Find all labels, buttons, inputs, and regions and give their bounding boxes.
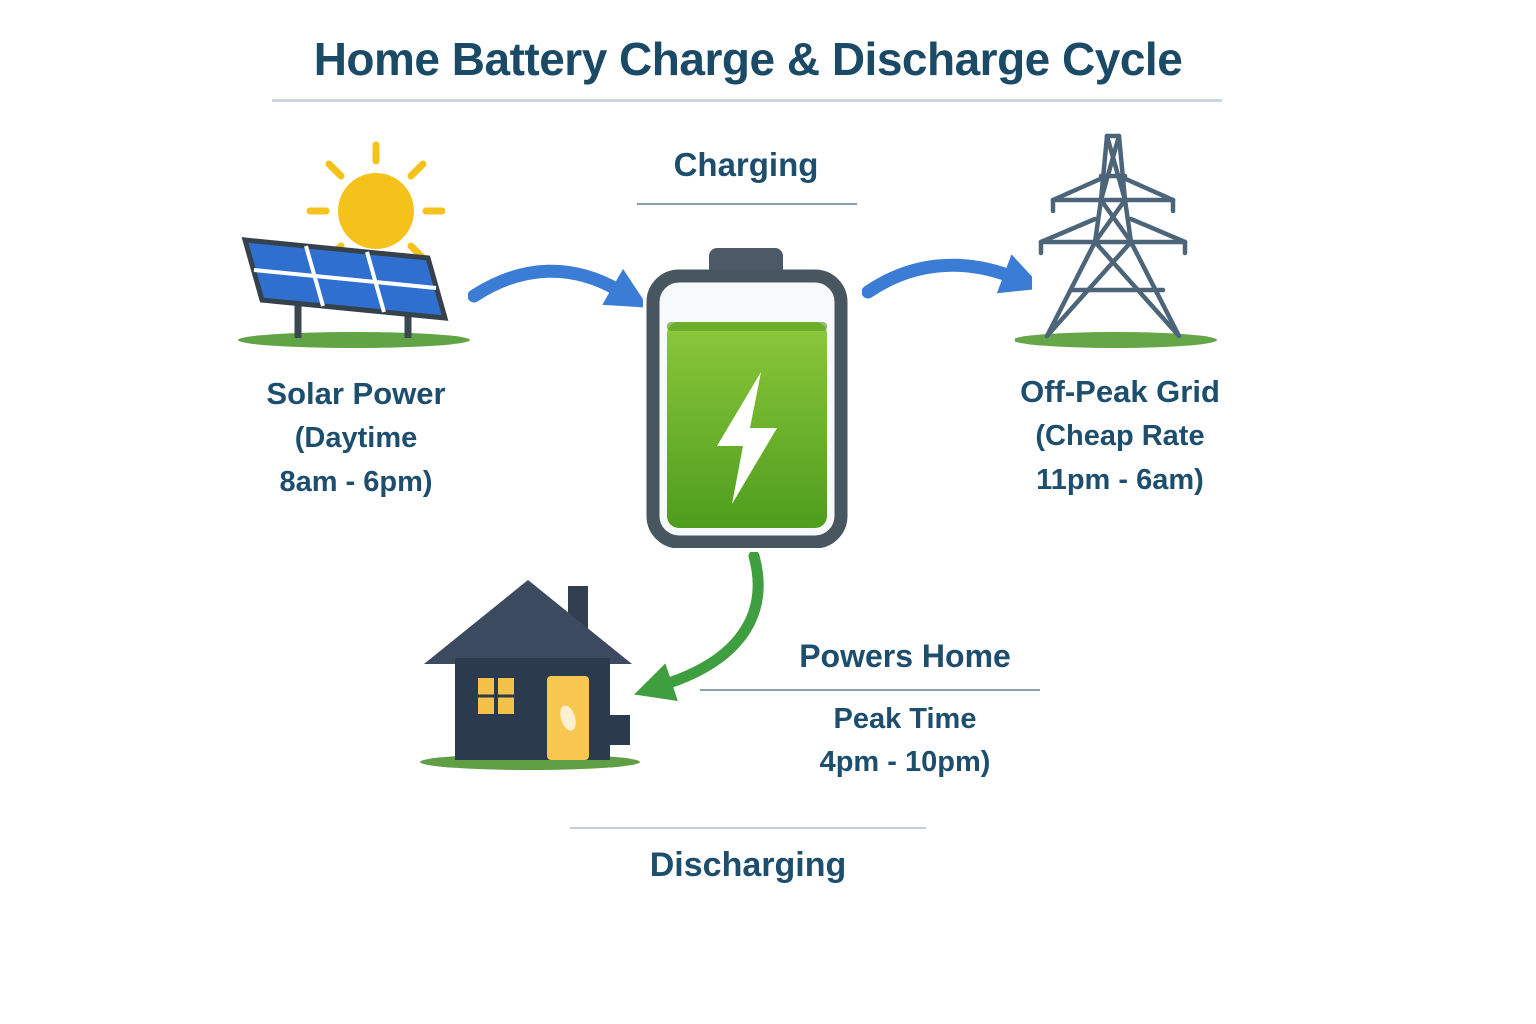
ground (1015, 332, 1217, 348)
page-title: Home Battery Charge & Discharge Cycle (313, 33, 1183, 85)
solar-detail-2: 8am - 6pm) (279, 466, 433, 498)
home-name: Powers Home (799, 638, 1011, 674)
charging-underline (637, 203, 857, 205)
home-detail-2: 4pm - 10pm) (819, 746, 991, 778)
transmission-tower-icon (1015, 133, 1217, 348)
home-caption: Powers Home (735, 638, 1075, 675)
ground (238, 332, 470, 348)
powers-home-underline (700, 689, 1040, 691)
arrow-battery-to-home-icon (634, 552, 764, 701)
lightning-bolt-icon (717, 372, 777, 504)
discharging-divider (570, 827, 926, 829)
solar-caption: Solar Power (Daytime 8am - 6pm) (216, 372, 496, 504)
grid-name: Off-Peak Grid (1020, 374, 1220, 409)
grid-caption: Off-Peak Grid (Cheap Rate 11pm - 6am) (965, 370, 1275, 502)
arrow-battery-to-grid-icon (862, 254, 1032, 299)
charging-label: Charging (673, 146, 819, 183)
house-icon (420, 580, 640, 770)
roof (424, 580, 632, 664)
home-detail: Peak Time 4pm - 10pm) (735, 698, 1075, 784)
grid-detail-1: (Cheap Rate (1035, 420, 1205, 452)
arrow-solar-to-battery-icon (468, 264, 643, 308)
solar-name: Solar Power (266, 376, 446, 411)
battery-icon (646, 248, 848, 548)
home-detail-1: Peak Time (833, 703, 977, 735)
solar-panel-icon (238, 141, 470, 348)
solar-detail-1: (Daytime (294, 422, 418, 454)
grid-detail-2: 11pm - 6am) (1036, 464, 1204, 496)
discharging-label: Discharging (649, 846, 847, 884)
title-divider (272, 99, 1222, 102)
